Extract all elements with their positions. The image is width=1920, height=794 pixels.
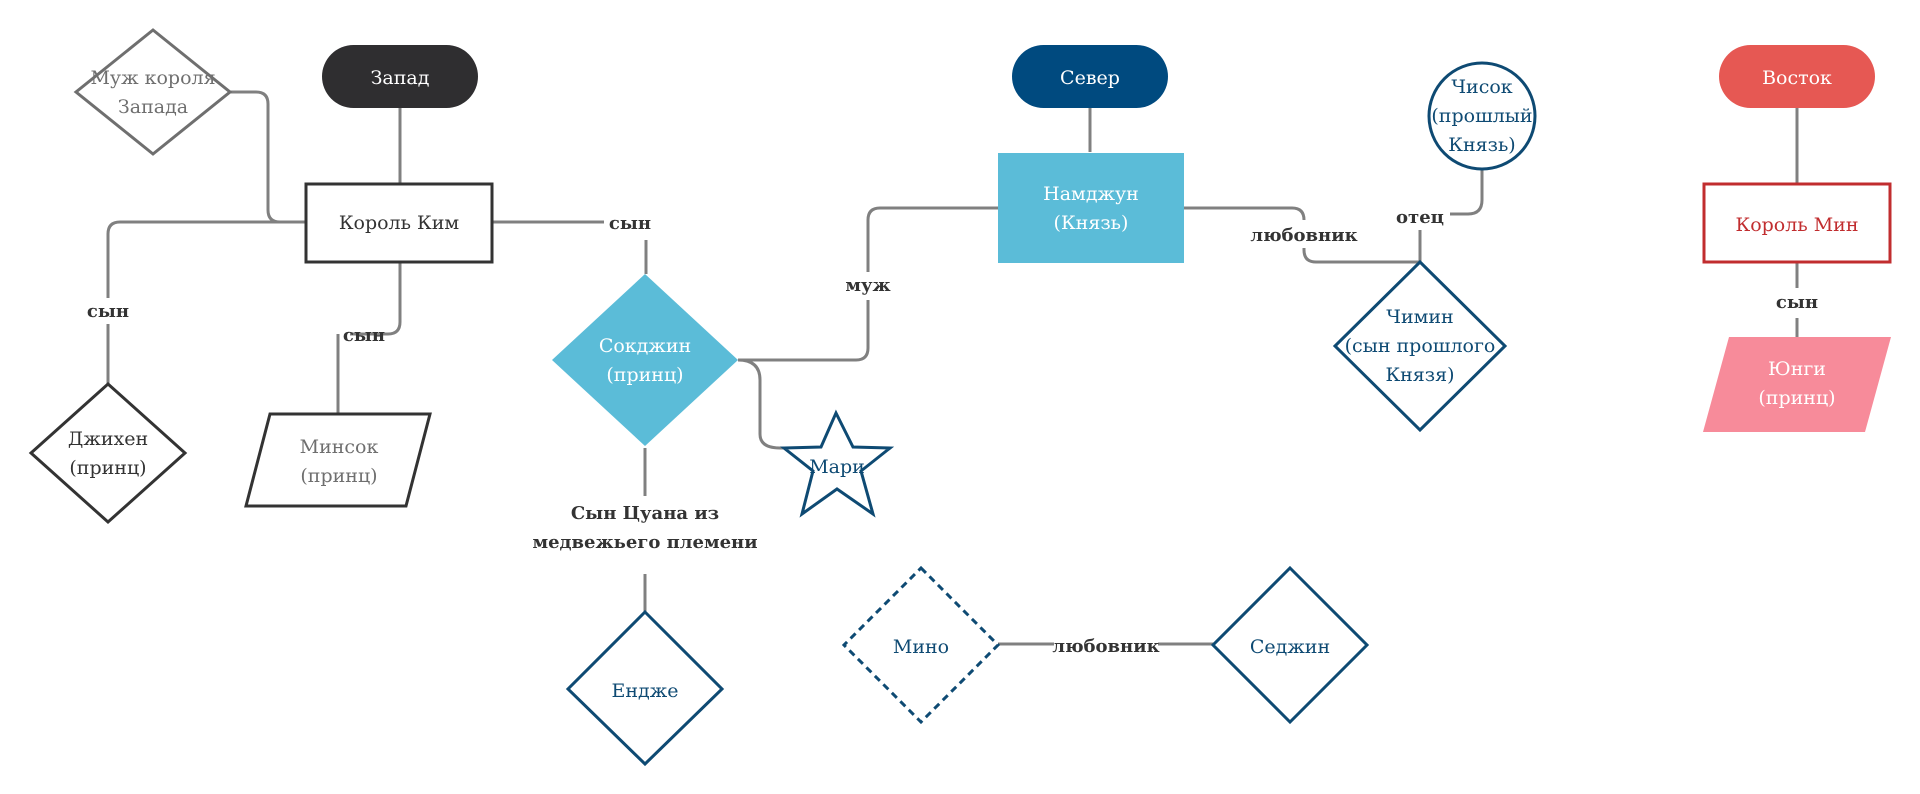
label-sokjin-yenje-1: Сын Цуана из [571, 503, 719, 524]
node-west-label: Запад [371, 67, 430, 89]
yungi-line-2: (принц) [1758, 387, 1835, 409]
node-sedjin: Седжин [1210, 565, 1370, 725]
node-king-min: Король Мин [1702, 182, 1892, 264]
chimin-line-3: Князя) [1385, 364, 1454, 386]
edges [106, 90, 1799, 646]
jihyun-line-1: Джихен [68, 428, 148, 450]
jihyun-line-2: (принц) [69, 457, 146, 479]
node-husband-west: Муж короля Запада [73, 28, 233, 156]
label-kim-minsok: сын [343, 325, 385, 346]
label-sokjin-namjun: муж [845, 275, 890, 296]
edge-chisok-chimin [1418, 170, 1484, 262]
husband-west-line-1: Муж короля [90, 67, 215, 89]
node-namjun: Намджун (Князь) [998, 153, 1184, 263]
node-sokjin: Сокджин (принц) [552, 274, 738, 446]
edge-kingkim-jihyun [106, 220, 306, 384]
edge-kingkim-minsok [336, 262, 402, 414]
node-jihyun: Джихен (принц) [28, 381, 188, 525]
label-namjun-chimin: любовник [1250, 225, 1357, 246]
node-chisok: Чисок (прошлый Князь) [1427, 61, 1537, 171]
edge-kingkim-sokjin [492, 220, 648, 274]
node-north: Север [1012, 45, 1168, 108]
namjun-line-1: Намджун [1043, 183, 1139, 205]
king-min-label: Король Мин [1736, 214, 1859, 236]
chimin-line-1: Чимин [1386, 306, 1453, 328]
edge-labels: сын сын сын Сын Цуана из медвежьего плем… [87, 207, 1818, 657]
label-chisok-chimin: отец [1396, 207, 1444, 228]
edge-sokjin-mari [737, 358, 786, 450]
node-mino: Мино [841, 565, 1001, 725]
label-kim-jihyun: сын [87, 301, 129, 322]
minsok-line-1: Минсок [300, 436, 379, 458]
node-west: Запад [322, 45, 478, 108]
minsok-line-2: (принц) [300, 465, 377, 487]
node-yungi: Юнги (принц) [1703, 337, 1891, 432]
sedjin-label: Седжин [1250, 636, 1330, 658]
edge-namjun-chimin [1184, 206, 1420, 264]
node-north-label: Север [1060, 67, 1120, 89]
edge-sokjin-namjun [738, 206, 998, 362]
husband-west-line-2: Запада [118, 96, 188, 118]
chisok-line-3: Князь) [1448, 134, 1515, 156]
chisok-line-1: Чисок [1451, 76, 1512, 98]
node-chimin: Чимин (сын прошлого Князя) [1332, 259, 1508, 433]
edge-husband-kingkim [230, 90, 306, 224]
label-mino-sedjin: любовник [1052, 636, 1159, 657]
mari-label: Мари [809, 456, 865, 478]
node-yenje: Ендже [565, 609, 725, 767]
sokjin-line-1: Сокджин [599, 335, 691, 357]
node-east-label: Восток [1762, 67, 1832, 89]
king-kim-label: Король Ким [339, 212, 460, 234]
node-minsok: Минсок (принц) [244, 412, 432, 508]
label-min-yungi: сын [1776, 292, 1818, 313]
node-east: Восток [1719, 45, 1875, 108]
yungi-line-1: Юнги [1768, 358, 1826, 380]
node-mari: Мари [779, 409, 895, 518]
label-kim-sokjin: сын [609, 213, 651, 234]
namjun-line-2: (Князь) [1054, 212, 1129, 234]
mino-label: Мино [893, 636, 949, 658]
yenje-label: Ендже [612, 680, 679, 702]
chimin-line-2: (сын прошлого [1345, 335, 1496, 357]
node-king-kim: Король Ким [304, 182, 494, 264]
label-sokjin-yenje-2: медвежьего племени [532, 532, 757, 553]
sokjin-line-2: (принц) [606, 364, 683, 386]
chisok-line-2: (прошлый [1431, 105, 1532, 127]
